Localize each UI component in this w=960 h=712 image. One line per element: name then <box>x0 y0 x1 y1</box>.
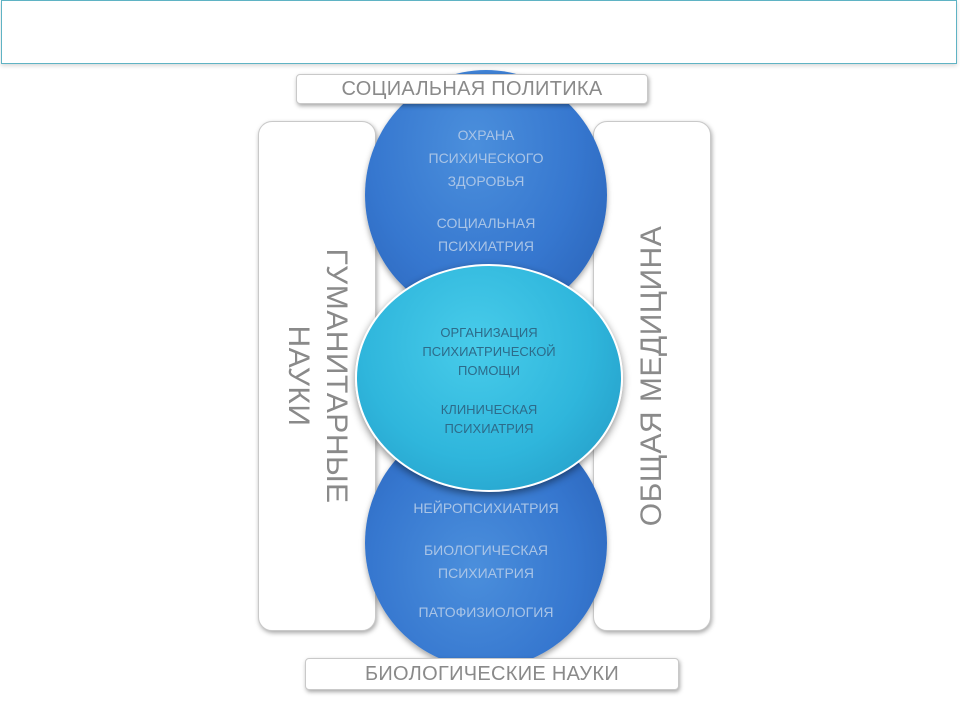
social-psychiatry-line2: ПСИХИАТРИЯ <box>438 238 534 254</box>
psychiatric-care-org-line1: ОРГАНИЗАЦИЯ <box>440 325 538 340</box>
pathophysiology-line1: ПАТОФИЗИОЛОГИЯ <box>418 604 554 620</box>
neuropsychiatry-text: НЕЙРОПСИХИАТРИЯ <box>386 497 586 520</box>
humanities-label: ГУМАНИТАРНЫЕ НАУКИ <box>279 248 355 503</box>
slide-title-bar <box>1 0 957 64</box>
social-psychiatry-text: СОЦИАЛЬНАЯ ПСИХИАТРИЯ <box>386 212 586 258</box>
clinical-psychiatry-circle <box>355 264 623 492</box>
biological-sciences-label: БИОЛОГИЧЕСКИЕ НАУКИ <box>364 662 620 685</box>
biological-psychiatry-text: БИОЛОГИЧЕСКАЯ ПСИХИАТРИЯ <box>386 539 586 585</box>
psychiatric-care-org-line3: ПОМОЩИ <box>458 363 520 378</box>
mental-health-protection-line2: ПСИХИЧЕСКОГО <box>428 150 544 166</box>
general-medicine-label: ОБЩАЯ МЕДИЦИНА <box>635 225 668 527</box>
clinical-psychiatry-text: КЛИНИЧЕСКАЯ ПСИХИАТРИЯ <box>389 400 589 438</box>
clinical-psychiatry-line1: КЛИНИЧЕСКАЯ <box>440 402 538 417</box>
pathophysiology-text: ПАТОФИЗИОЛОГИЯ <box>386 601 586 624</box>
humanities-label-line1: ГУМАНИТАРНЫЕ <box>320 248 353 504</box>
clinical-psychiatry-line2: ПСИХИАТРИЯ <box>444 421 534 436</box>
biological-psychiatry-line2: ПСИХИАТРИЯ <box>438 565 534 581</box>
social-policy-box: СОЦИАЛЬНАЯ ПОЛИТИКА <box>296 74 648 104</box>
social-psychiatry-line1: СОЦИАЛЬНАЯ <box>436 215 536 231</box>
social-policy-label: СОЦИАЛЬНАЯ ПОЛИТИКА <box>341 77 603 100</box>
mental-health-protection-line1: ОХРАНА <box>457 127 515 143</box>
biological-sciences-box: БИОЛОГИЧЕСКИЕ НАУКИ <box>305 658 679 690</box>
neuropsychiatry-line1: НЕЙРОПСИХИАТРИЯ <box>413 500 559 516</box>
biological-psychiatry-line1: БИОЛОГИЧЕСКАЯ <box>423 542 549 558</box>
psychiatric-care-org-text: ОРГАНИЗАЦИЯ ПСИХИАТРИЧЕСКОЙ ПОМОЩИ <box>389 323 589 380</box>
psychiatric-care-org-line2: ПСИХИАТРИЧЕСКОЙ <box>422 344 556 359</box>
humanities-label-line2: НАУКИ <box>282 325 315 427</box>
mental-health-protection-line3: ЗДОРОВЬЯ <box>447 173 525 189</box>
mental-health-protection-text: ОХРАНА ПСИХИЧЕСКОГО ЗДОРОВЬЯ <box>386 124 586 193</box>
